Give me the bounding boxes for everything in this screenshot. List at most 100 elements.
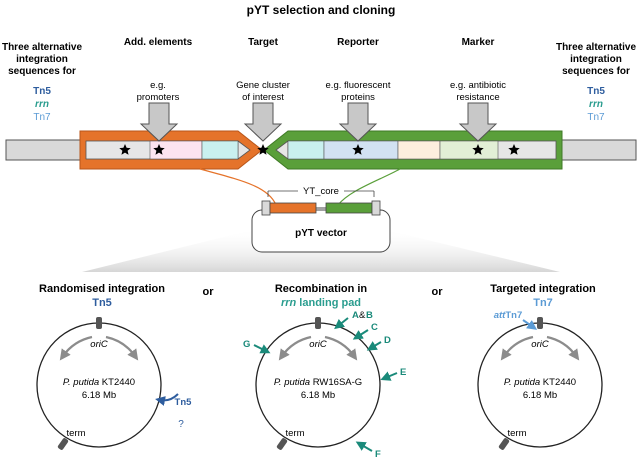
insertion-desc2-marker: resistance bbox=[456, 92, 499, 103]
panel3-left-arrow bbox=[500, 335, 534, 361]
star-icon bbox=[153, 144, 165, 155]
left-item-tn7: Tn7 bbox=[33, 112, 51, 123]
left-item-rrn: rrn bbox=[35, 99, 49, 110]
insertion-desc2-target: of interest bbox=[242, 92, 284, 103]
module-marker bbox=[439, 140, 499, 160]
site-arrow-g bbox=[253, 344, 271, 354]
site-label-amp: & bbox=[359, 310, 366, 321]
panel3-term-mark bbox=[498, 438, 510, 450]
pyt-vector-name: pYT vector bbox=[295, 228, 347, 239]
yt-core-label: YT_core bbox=[303, 186, 339, 197]
down-arrow-add-elements bbox=[139, 102, 179, 142]
panel-recombination: Recombination in rrn landing pad oriC P.… bbox=[243, 283, 406, 460]
panel-targeted-integration: Targeted integration Tn7 oriC P. putida … bbox=[477, 283, 603, 450]
panel2-subtitle: rrn landing pad bbox=[281, 297, 361, 309]
site-label-c: C bbox=[371, 322, 378, 333]
star-icon bbox=[119, 144, 131, 155]
pyt-vector: YT_core pYT vector bbox=[251, 186, 391, 253]
insertion-desc2-add-elements: promoters bbox=[137, 92, 180, 103]
panel3-att-italic: att bbox=[494, 310, 506, 321]
panel1-left-arrow bbox=[59, 335, 93, 361]
panel1-tn5-label: Tn5 bbox=[175, 397, 193, 408]
module-cyan-left bbox=[201, 140, 239, 160]
left-item-tn5: Tn5 bbox=[33, 86, 51, 97]
diagram-title: pYT selection and cloning bbox=[247, 3, 396, 17]
right-label-line1: Three alternative bbox=[556, 42, 636, 53]
site-arrow-f bbox=[355, 441, 373, 452]
insertion-desc1-reporter: e.g. fluorescent bbox=[326, 80, 391, 91]
down-arrow-target bbox=[243, 102, 283, 142]
panel1-term-mark bbox=[57, 438, 69, 450]
insertion-title-reporter: Reporter bbox=[337, 37, 379, 48]
panel2-strain: P. putida RW16SA-G bbox=[274, 377, 362, 388]
module-cyan-right bbox=[287, 140, 325, 160]
panel3-att-rest: Tn7 bbox=[505, 310, 522, 321]
left-label-line2: integration bbox=[16, 54, 68, 65]
insertion-title-target: Target bbox=[248, 37, 278, 48]
green-connector bbox=[337, 168, 401, 206]
panel2-title: Recombination in bbox=[275, 283, 368, 295]
panel3-oric: oriC bbox=[531, 339, 549, 350]
insertion-title-marker: Marker bbox=[462, 37, 495, 48]
star-icon bbox=[352, 144, 364, 155]
panel3-subtitle: Tn7 bbox=[533, 297, 553, 309]
panel3-size: 6.18 Mb bbox=[523, 390, 557, 401]
panel2-term-mark bbox=[276, 438, 288, 450]
site-label-a: A bbox=[352, 310, 359, 321]
star-icon bbox=[472, 144, 484, 155]
vector-right-end bbox=[371, 200, 381, 216]
panel1-size: 6.18 Mb bbox=[82, 390, 116, 401]
insertion-marker: Marker e.g. antibiotic resistance bbox=[450, 37, 506, 103]
vector-left-end bbox=[261, 200, 271, 216]
insertion-title-add-elements: Add. elements bbox=[124, 37, 193, 48]
panel2-size: 6.18 Mb bbox=[301, 390, 335, 401]
right-label-line2: integration bbox=[570, 54, 622, 65]
panel2-term: term bbox=[286, 428, 305, 439]
right-item-tn7: Tn7 bbox=[587, 112, 605, 123]
down-arrow-reporter bbox=[338, 102, 378, 142]
site-label-g: G bbox=[243, 339, 250, 350]
left-label-line3: sequences for bbox=[8, 66, 76, 77]
panel2-strain-rest: RW16SA-G bbox=[310, 377, 362, 388]
insertion-desc1-add-elements: e.g. bbox=[150, 80, 166, 91]
module-peach bbox=[397, 140, 441, 160]
insertion-desc1-marker: e.g. antibiotic bbox=[450, 80, 506, 91]
left-label-line1: Three alternative bbox=[2, 42, 82, 53]
panel2-left-arrow bbox=[278, 335, 312, 361]
right-integration-label: Three alternative integration sequences … bbox=[556, 42, 636, 123]
panel1-oric: oriC bbox=[90, 339, 108, 350]
panel1-tn5-arrow bbox=[155, 393, 179, 406]
insertion-arrows bbox=[139, 102, 498, 142]
panel1-tn5-question: ? bbox=[178, 419, 184, 430]
insertion-desc2-reporter: proteins bbox=[341, 92, 375, 103]
panel3-strain-italic: P. putida bbox=[504, 377, 540, 388]
panel2-strain-italic: P. putida bbox=[274, 377, 310, 388]
site-arrow-ab bbox=[334, 317, 349, 330]
panel1-title: Randomised integration bbox=[39, 283, 165, 295]
panel1-strain-rest: KT2440 bbox=[99, 377, 135, 388]
site-label-d: D bbox=[384, 335, 391, 346]
panel3-right-arrow bbox=[546, 335, 580, 361]
panel3-title: Targeted integration bbox=[490, 283, 596, 295]
panel3-strain: P. putida KT2440 bbox=[504, 377, 576, 388]
vector-green-part bbox=[325, 202, 373, 214]
down-arrow-marker bbox=[458, 102, 498, 142]
insertion-desc1-target: Gene cluster bbox=[236, 80, 290, 91]
panel1-strain: P. putida KT2440 bbox=[63, 377, 135, 388]
panel1-strain-italic: P. putida bbox=[63, 377, 99, 388]
star-icon bbox=[257, 144, 269, 155]
left-flank-bar bbox=[5, 139, 87, 161]
site-label-b: B bbox=[366, 310, 373, 321]
site-label-e: E bbox=[400, 367, 406, 378]
right-item-rrn: rrn bbox=[589, 99, 603, 110]
panel1-right-arrow bbox=[105, 335, 139, 361]
star-icon bbox=[508, 144, 520, 155]
insertion-stars bbox=[119, 144, 520, 155]
right-item-tn5: Tn5 bbox=[587, 86, 605, 97]
panel2-oric: oriC bbox=[309, 339, 327, 350]
panel3-term: term bbox=[508, 428, 527, 439]
or-connector-1: or bbox=[203, 286, 215, 298]
panel1-subtitle: Tn5 bbox=[92, 297, 112, 309]
panel2-oric-mark bbox=[315, 317, 321, 329]
insertion-target: Target Gene cluster of interest bbox=[236, 37, 290, 103]
